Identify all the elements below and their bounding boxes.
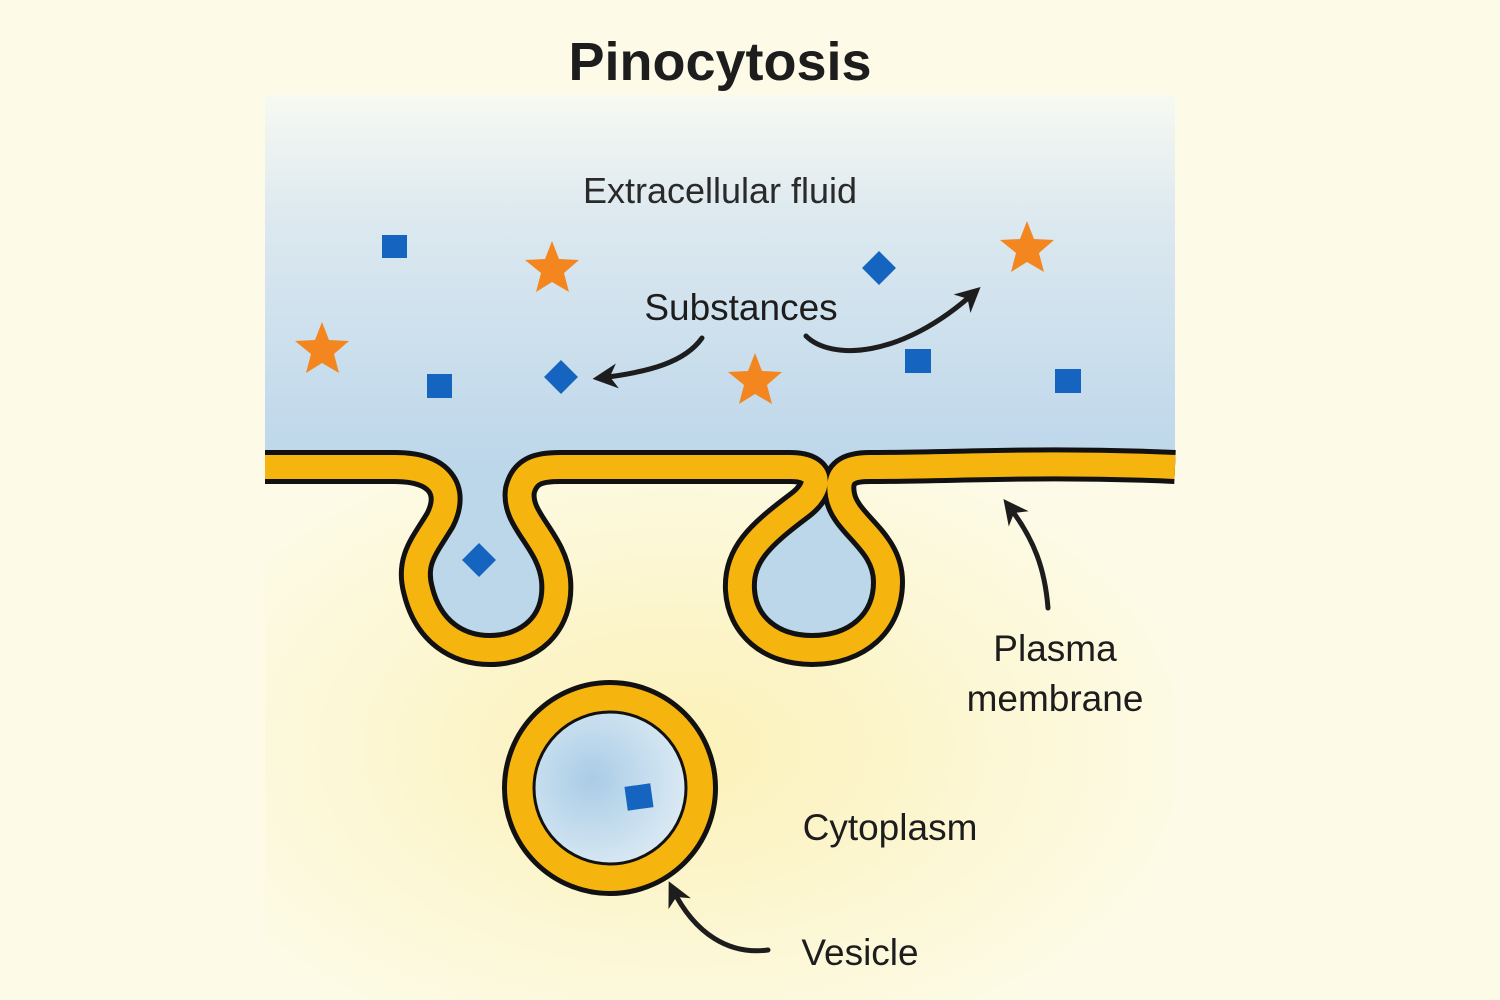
square-particle-icon	[905, 349, 931, 373]
diagram-title: Pinocytosis	[568, 32, 871, 92]
extracellular-fluid-region	[265, 95, 1175, 470]
curved-arrow-icon	[592, 335, 705, 389]
plasma-membrane	[265, 452, 1176, 662]
plasma-membrane-label-line1: Plasma	[993, 628, 1117, 669]
substances-label: Substances	[644, 287, 837, 328]
star-icon	[295, 322, 349, 373]
square-particle-icon	[382, 235, 407, 258]
square-particle-icon	[544, 360, 578, 394]
star-icon	[525, 241, 579, 292]
extracellular-fluid-label: Extracellular fluid	[583, 170, 857, 211]
square-particle-icon	[462, 543, 496, 577]
square-particle-icon	[1055, 369, 1081, 393]
cytoplasm-label: Cytoplasm	[803, 807, 978, 848]
curved-arrow-icon	[668, 881, 771, 954]
cytoplasm-region	[265, 440, 1175, 1000]
curved-arrow-icon	[803, 286, 981, 353]
vesicle	[502, 680, 718, 896]
curved-arrow-icon	[1003, 499, 1051, 611]
vesicle-label: Vesicle	[801, 932, 918, 973]
square-particle-icon	[427, 374, 452, 398]
square-particle-icon	[624, 783, 654, 811]
star-particles	[295, 221, 1054, 404]
plasma-membrane-label-line2: membrane	[967, 678, 1144, 719]
star-icon	[728, 353, 782, 404]
square-particles	[382, 235, 1081, 811]
star-icon	[1000, 221, 1054, 272]
